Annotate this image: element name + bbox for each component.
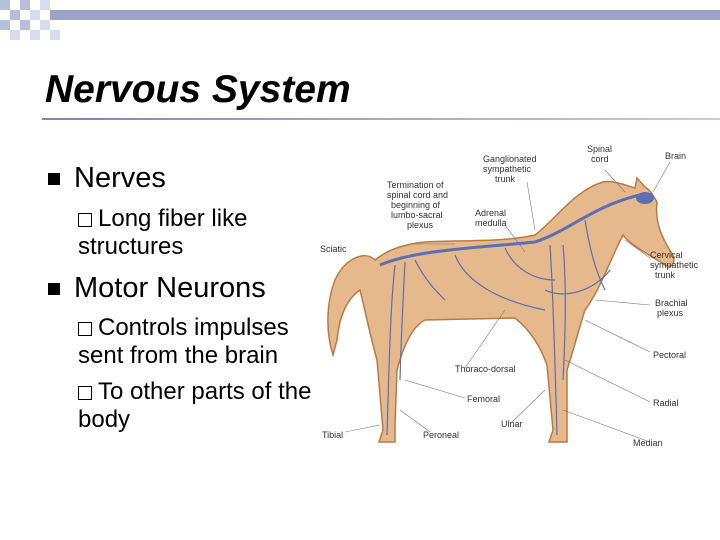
sub-bullet-controls: Controls impulses sent from the brain bbox=[78, 314, 338, 370]
label-brain: Brain bbox=[665, 151, 686, 161]
square-bullet-icon bbox=[48, 283, 60, 295]
nerve-branches bbox=[386, 219, 611, 436]
label-radial: Radial bbox=[653, 398, 679, 408]
brain-mark bbox=[636, 192, 654, 204]
bullet-motor-neurons: Motor Neurons bbox=[48, 272, 266, 305]
sub-bullet-text: Long fiber like structures bbox=[78, 205, 248, 260]
label-femoral: Femoral bbox=[467, 394, 500, 404]
checkbox-bullet-icon bbox=[78, 213, 92, 227]
label-peroneal: Peroneal bbox=[423, 430, 459, 440]
sub-bullet-other-parts: To other parts of the body bbox=[78, 378, 338, 434]
label-median: Median bbox=[633, 438, 663, 448]
checkbox-bullet-icon bbox=[78, 322, 92, 336]
square-bullet-icon bbox=[48, 173, 60, 185]
label-leader-lines bbox=[344, 161, 671, 443]
checkbox-bullet-icon bbox=[78, 386, 92, 400]
header-checker-decoration bbox=[0, 0, 720, 40]
bullet-text: Motor Neurons bbox=[74, 272, 266, 304]
sub-bullet-long-fiber: Long fiber like structures bbox=[78, 205, 338, 261]
label-ulnar: Ulnar bbox=[501, 419, 523, 429]
sub-bullet-text: To other parts of the body bbox=[78, 378, 312, 433]
label-thoraco-dorsal: Thoraco-dorsal bbox=[455, 364, 516, 374]
label-sciatic: Sciatic bbox=[320, 244, 347, 254]
spinal-cord-line bbox=[379, 193, 641, 267]
bullet-text: Nerves bbox=[74, 162, 166, 194]
bullet-nerves: Nerves bbox=[48, 162, 166, 195]
title-divider bbox=[42, 118, 720, 120]
slide-title: Nervous System bbox=[45, 68, 351, 111]
sub-bullet-text: Controls impulses sent from the brain bbox=[78, 314, 289, 369]
label-pectoral: Pectoral bbox=[653, 350, 686, 360]
horse-silhouette bbox=[327, 176, 675, 443]
label-tibial: Tibial bbox=[322, 430, 343, 440]
